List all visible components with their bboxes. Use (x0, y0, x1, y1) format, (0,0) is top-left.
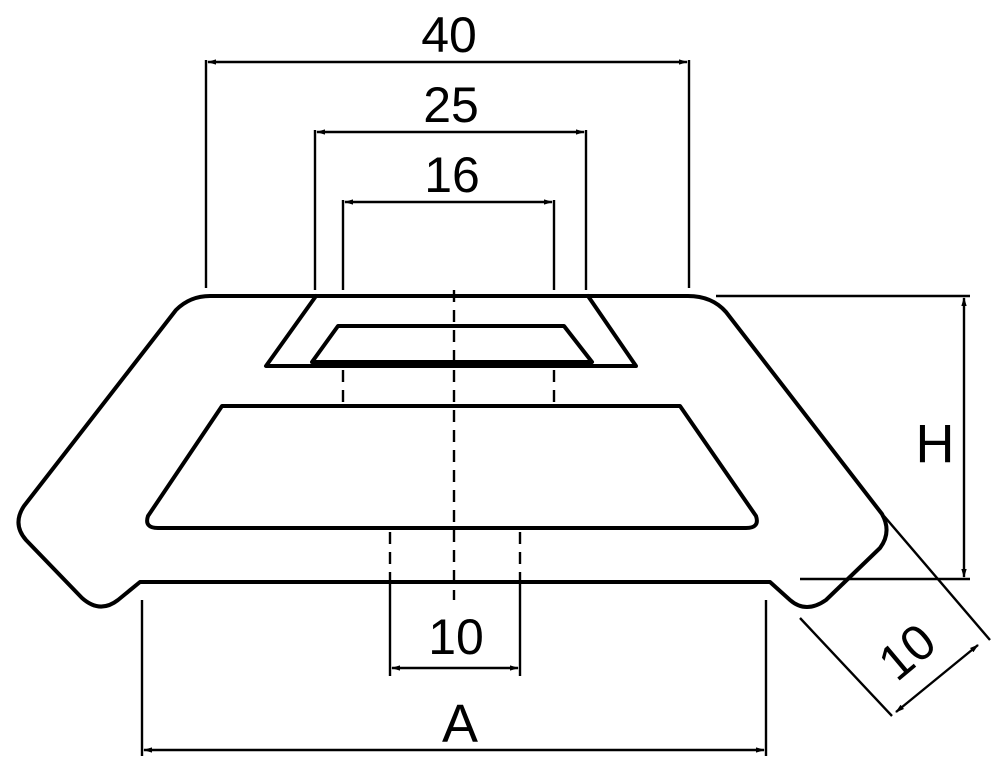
dim-label-a: A (442, 694, 478, 754)
dim-label-25: 25 (423, 77, 479, 133)
outer-profile (16, 294, 889, 609)
top-recess-outer (264, 294, 638, 368)
dim-label-40: 40 (421, 7, 477, 63)
dim-line-flange (895, 644, 979, 713)
top-recess-inner (310, 324, 594, 364)
dim-label-slot: 10 (428, 609, 484, 665)
dim-label-h: H (916, 414, 955, 474)
ext-line-flange-inner (799, 617, 893, 717)
dim-label-16: 16 (424, 147, 480, 203)
inner-hollow (145, 404, 759, 530)
ext-line-flange-outer (883, 515, 991, 641)
